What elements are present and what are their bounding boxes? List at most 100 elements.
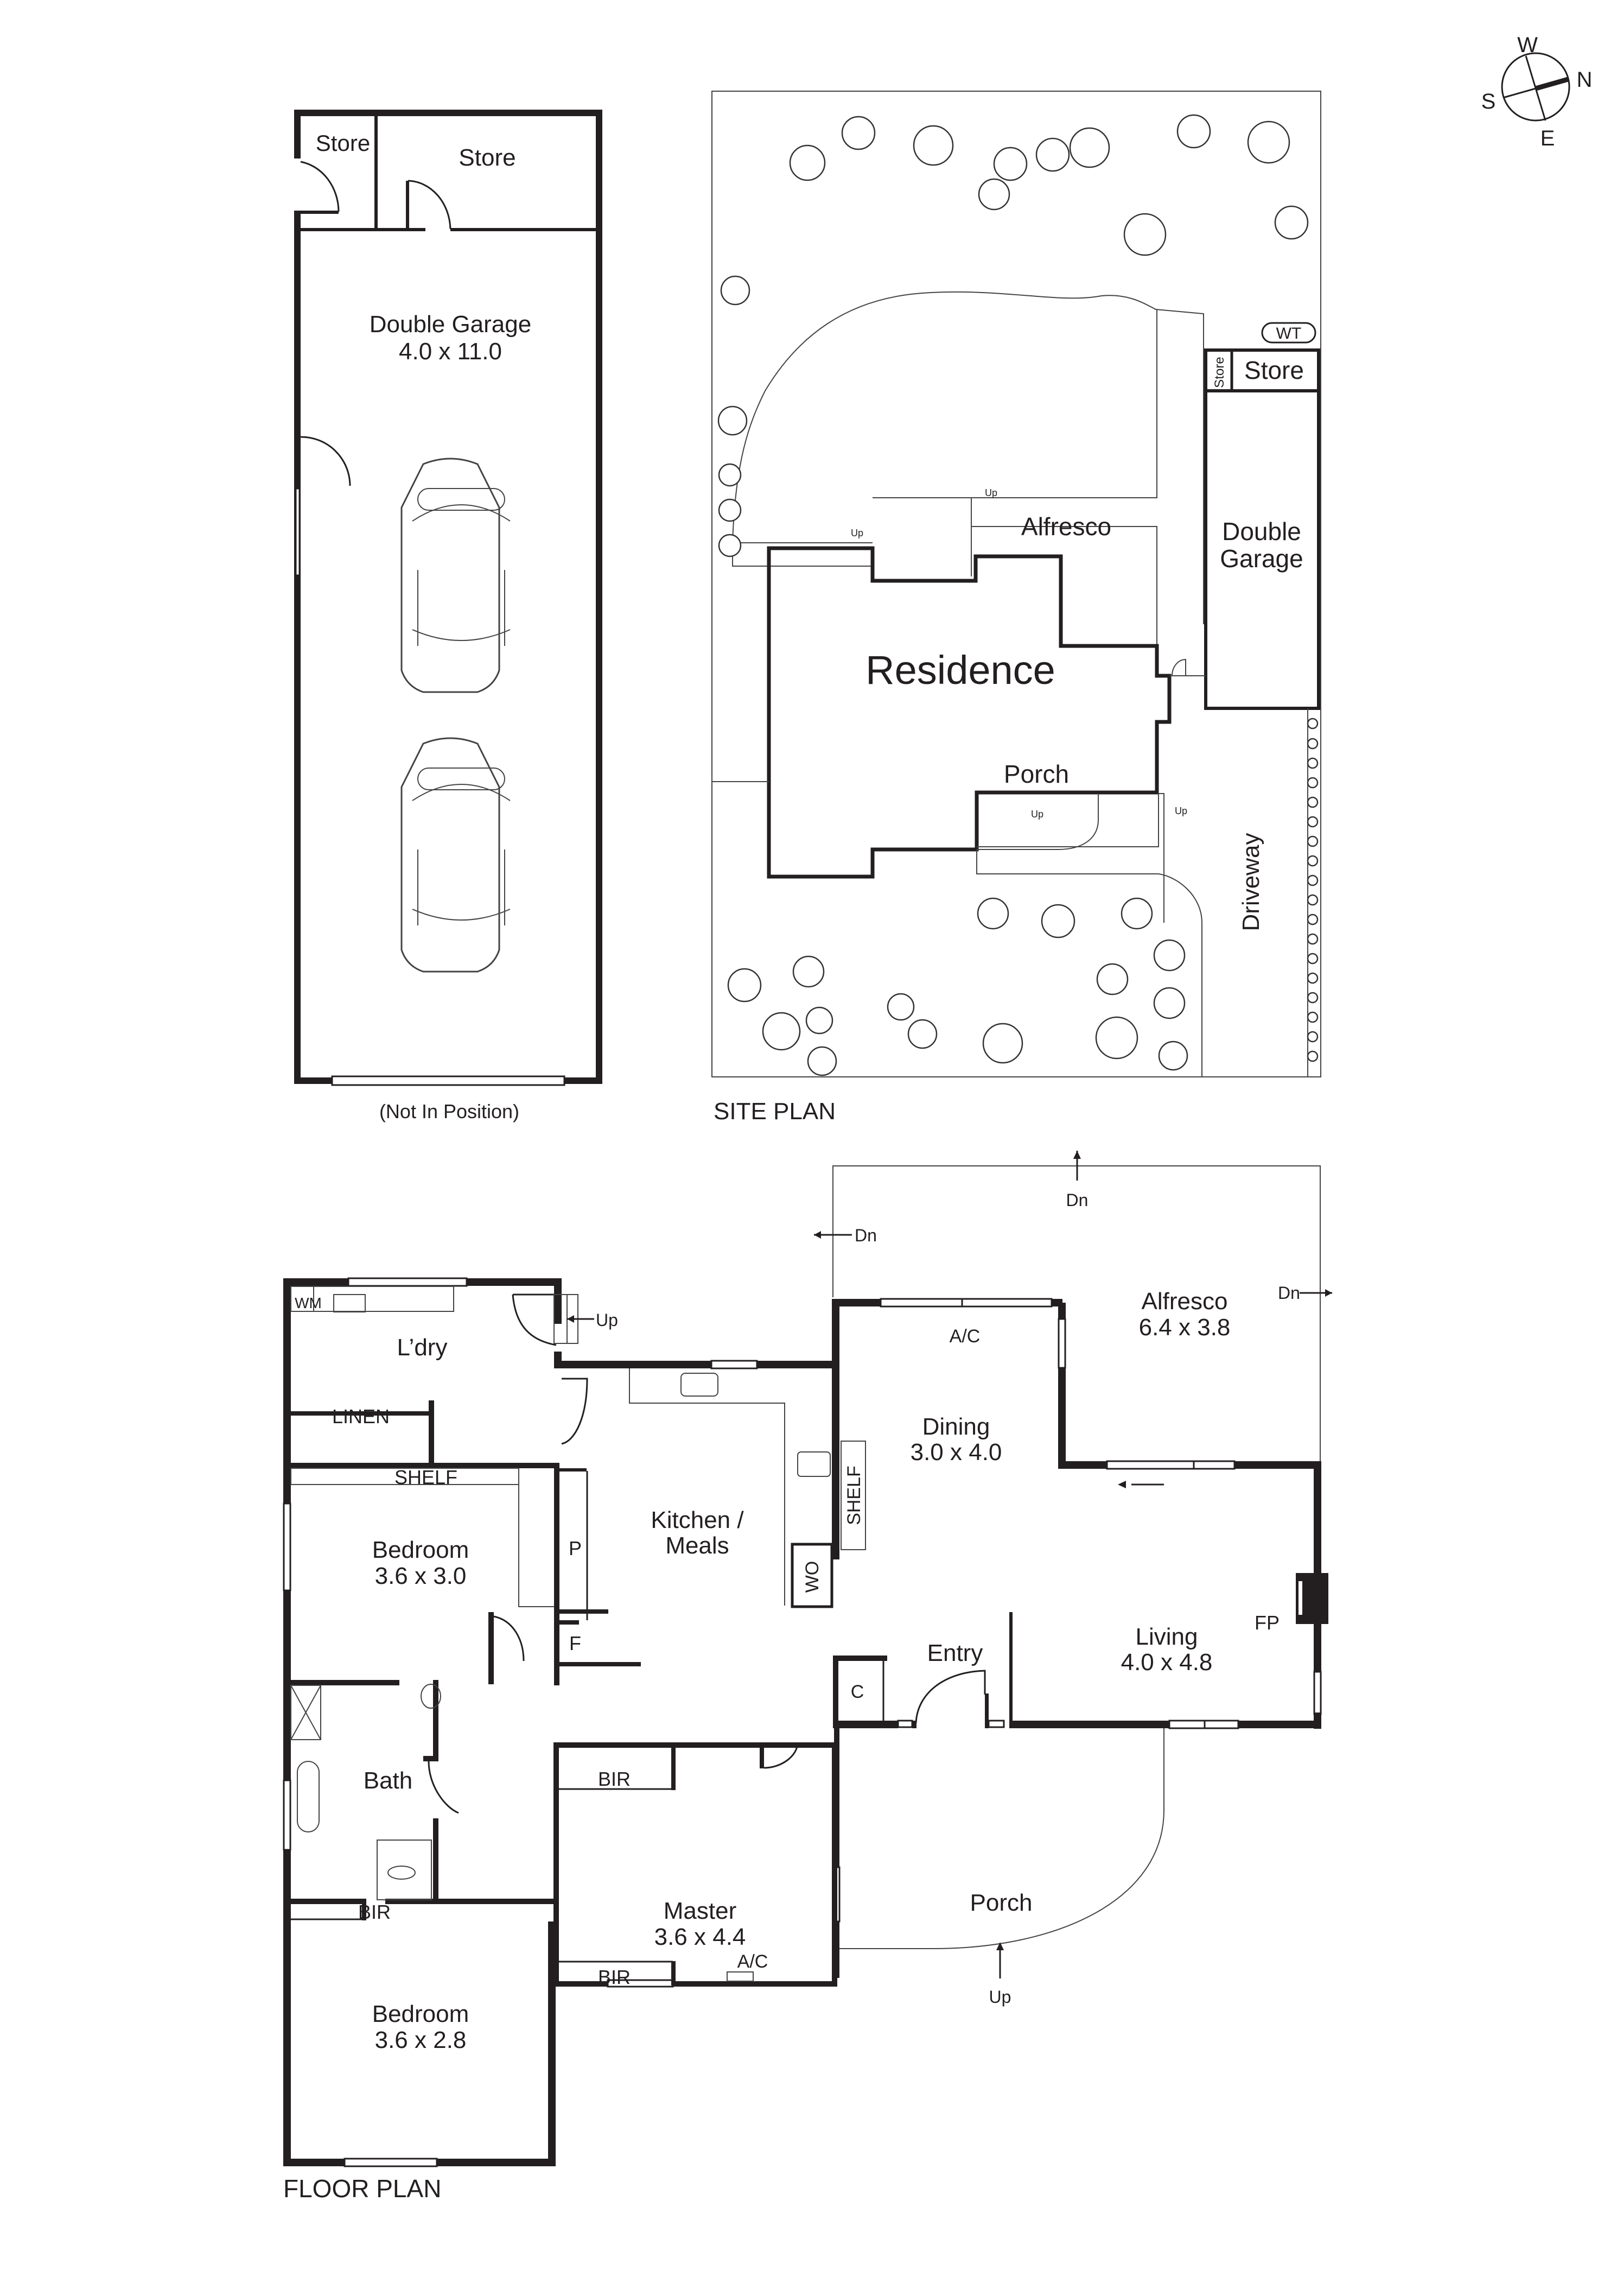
vanity xyxy=(377,1840,432,1900)
master-ac-label: A/C xyxy=(737,1951,768,1972)
pantry-label: P xyxy=(569,1537,582,1559)
bedroom3-window xyxy=(343,2158,438,2167)
compass-west: W xyxy=(1517,33,1538,57)
hall-door-swing xyxy=(561,1378,588,1445)
site-store-small-label: Store xyxy=(1212,357,1227,388)
site-step-up: Up xyxy=(985,487,997,498)
kitchen-bench xyxy=(629,1368,785,1606)
main-floor-plan: WM L’dry LINEN SHELF Bedroom 3.6 x 3.0 P… xyxy=(283,1151,1332,2203)
bedroom3-dims: 3.6 x 2.8 xyxy=(375,2027,467,2053)
living-front-window xyxy=(1168,1720,1206,1729)
master-door-swing xyxy=(763,1742,799,1769)
fridge-label: F xyxy=(569,1632,581,1654)
site-plan-title: SITE PLAN xyxy=(714,1098,836,1125)
entry-label: Entry xyxy=(927,1640,983,1666)
master-bir-bottom-label: BIR xyxy=(598,1966,631,1988)
compass-east: E xyxy=(1541,126,1555,150)
coat-cupboard-label: C xyxy=(851,1682,864,1702)
garage-room-dims: 4.0 x 11.0 xyxy=(399,338,502,365)
car-icon xyxy=(400,737,511,973)
sink-icon xyxy=(680,1373,718,1397)
kitchen-label-1: Kitchen / xyxy=(651,1507,744,1533)
living-dims: 4.0 x 4.8 xyxy=(1121,1649,1213,1676)
driveway-label: Driveway xyxy=(1238,833,1264,931)
dining-name: Dining xyxy=(922,1413,990,1440)
tree-icons xyxy=(717,114,1309,1076)
living-name: Living xyxy=(1136,1623,1198,1650)
front-door-swing xyxy=(915,1670,986,1724)
living-front-window xyxy=(1204,1720,1239,1729)
living-side-window xyxy=(1313,1671,1322,1715)
store-door-swing xyxy=(300,161,340,212)
arrow-left-icon xyxy=(567,1315,574,1323)
bedroom3-bir-label: BIR xyxy=(358,1901,391,1923)
cooktop-icon xyxy=(797,1451,831,1477)
arrow-up-icon xyxy=(996,1942,1004,1950)
dining-side-window xyxy=(1058,1318,1066,1369)
laundry-door-swing xyxy=(512,1293,557,1346)
alfresco-step-dn-top: Dn xyxy=(1066,1190,1089,1210)
garage-room-name: Double Garage xyxy=(370,311,531,338)
compass-south: S xyxy=(1481,90,1496,113)
garage-store-large-label: Store xyxy=(459,144,515,171)
entry-partition xyxy=(1009,1612,1013,1728)
hedge-icons xyxy=(1307,718,1319,1062)
site-step-up: Up xyxy=(851,528,863,538)
garage-note: (Not In Position) xyxy=(379,1100,519,1122)
kitchen-shelf-label: SHELF xyxy=(844,1466,864,1525)
garage-plan: Store Store Double Garage 4.0 x 11.0 (No… xyxy=(294,110,602,1122)
bedroom2-dims: 3.6 x 3.0 xyxy=(375,1563,467,1589)
garage-door xyxy=(331,1075,565,1086)
master-bir-top-label: BIR xyxy=(598,1768,631,1790)
site-store-label: Store xyxy=(1244,356,1304,384)
compass-rose: W N S E xyxy=(1481,33,1593,150)
alfresco-step-dn-right: Dn xyxy=(1278,1283,1300,1303)
bath-door-swing xyxy=(428,1761,459,1814)
site-step-up: Up xyxy=(1031,809,1043,820)
car-icon xyxy=(400,458,511,693)
site-step-up: Up xyxy=(1175,805,1187,816)
dining-window xyxy=(880,1298,963,1308)
porch-step-up: Up xyxy=(989,1987,1011,2007)
dining-window xyxy=(961,1298,1053,1308)
bedroom2-name: Bedroom xyxy=(372,1537,469,1563)
fireplace-label: FP xyxy=(1255,1612,1280,1634)
site-garage-label-1: Double xyxy=(1222,517,1301,546)
living-sliding-door xyxy=(1193,1460,1236,1470)
site-plan: Residence Alfresco Porch Double Garage S… xyxy=(711,91,1321,1125)
alfresco-name: Alfresco xyxy=(1142,1288,1228,1315)
arrow-left-icon xyxy=(814,1231,821,1239)
garage-window xyxy=(295,487,301,576)
bath-label: Bath xyxy=(364,1767,413,1794)
alfresco-dims: 6.4 x 3.8 xyxy=(1139,1314,1231,1341)
bath-window xyxy=(283,1779,291,1851)
laundry-step-up: Up xyxy=(596,1310,618,1330)
master-dims: 3.6 x 4.4 xyxy=(654,1924,746,1950)
arrow-right-icon xyxy=(1325,1289,1332,1297)
arrow-left-icon xyxy=(1118,1481,1126,1488)
living-sliding-door xyxy=(1106,1460,1195,1470)
residence-label: Residence xyxy=(865,648,1055,693)
bedroom2-door-swing xyxy=(493,1615,525,1661)
alfresco-outline xyxy=(832,1165,1321,1471)
bedroom3-name: Bedroom xyxy=(372,2001,469,2027)
wall-oven-label: WO xyxy=(802,1561,823,1593)
arrow-up-icon xyxy=(1073,1151,1081,1159)
bathtub-icon xyxy=(297,1761,320,1832)
master-name: Master xyxy=(664,1898,736,1924)
bedroom2-window xyxy=(283,1502,291,1591)
dining-ac-label: A/C xyxy=(950,1326,981,1347)
step-arrows: Up Dn Dn Dn Up xyxy=(567,1151,1332,2007)
kitchen-label-2: Meals xyxy=(665,1532,729,1559)
wm-label: WM xyxy=(295,1295,322,1311)
dining-dims: 3.0 x 4.0 xyxy=(911,1439,1002,1466)
water-tank-icon xyxy=(1261,322,1316,344)
water-tank-label: WT xyxy=(1276,325,1302,343)
kitchen-window xyxy=(710,1360,758,1369)
site-boundary xyxy=(711,91,1321,1077)
garage-side-door xyxy=(300,436,351,486)
site-garage xyxy=(1204,348,1320,710)
north-pointer-icon xyxy=(1535,77,1569,91)
store-door-swing xyxy=(408,180,451,230)
